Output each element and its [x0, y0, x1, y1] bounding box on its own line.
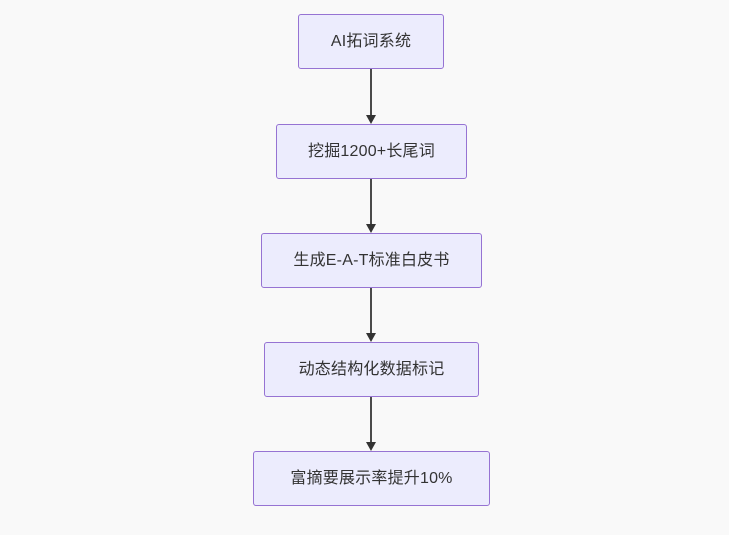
flowchart-node-dynamic-structured-data-markup[interactable]: 动态结构化数据标记 [264, 342, 479, 397]
flowchart-node-rich-snippet-impression-lift[interactable]: 富摘要展示率提升10% [253, 451, 490, 506]
node-label: 动态结构化数据标记 [298, 360, 445, 378]
flowchart-node-generate-eat-whitepaper[interactable]: 生成E-A-T标准白皮书 [261, 233, 482, 288]
flowchart-node-ai-keyword-system[interactable]: AI拓词系统 [298, 14, 444, 69]
arrow-head-icon [366, 333, 376, 342]
flowchart-node-mine-longtail-keywords[interactable]: 挖掘1200+长尾词 [276, 124, 467, 179]
arrow-head-icon [366, 115, 376, 124]
node-label: 生成E-A-T标准白皮书 [293, 251, 450, 269]
edge-line [370, 397, 372, 444]
node-label: 富摘要展示率提升10% [290, 469, 453, 487]
edge-line [370, 288, 372, 335]
node-label: AI拓词系统 [330, 32, 412, 50]
arrow-head-icon [366, 442, 376, 451]
node-label: 挖掘1200+长尾词 [308, 142, 435, 160]
edge-line [370, 179, 372, 226]
arrow-head-icon [366, 224, 376, 233]
edge-line [370, 69, 372, 117]
